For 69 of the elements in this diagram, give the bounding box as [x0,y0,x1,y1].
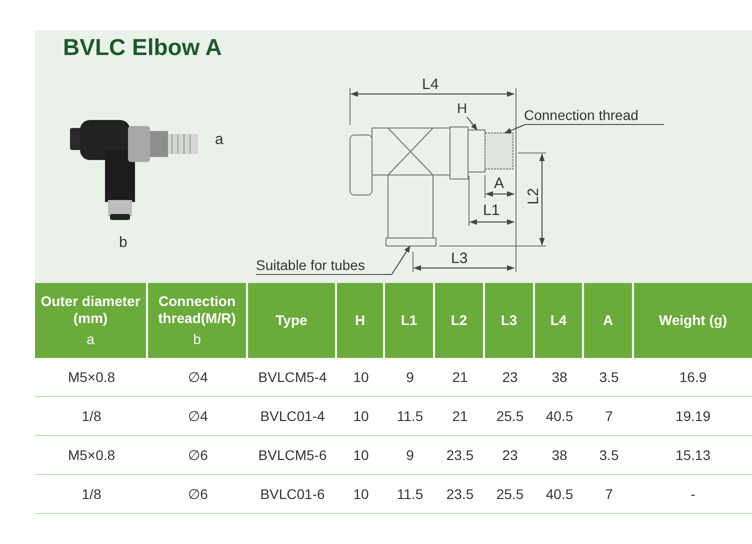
table-cell: 21 [435,358,485,397]
callout-text: Suitable for tubes [256,256,392,275]
table-cell: ∅6 [148,436,248,475]
dimension-label: A [494,176,504,192]
table-cell: 40.5 [535,397,584,436]
dimension-label: L4 [422,77,439,94]
dimension-label: L3 [451,251,468,268]
callout-text: Connection thread [524,106,664,125]
leader-line [504,124,524,134]
table-cell: 21 [435,397,485,436]
table-cell: 23 [485,436,535,475]
table-cell: ∅4 [148,358,248,397]
table-cell: BVLCM5-4 [248,358,337,397]
table-cell: 16.9 [634,358,752,397]
dimension-label: L1 [483,203,500,220]
table-cell: - [634,475,752,514]
column-heading: Type [276,312,308,329]
table-cell: 15.13 [634,436,752,475]
port-label: a [215,132,224,148]
table-cell: 11.5 [385,397,435,436]
table-cell: 3.5 [584,436,634,475]
table-cell: 1/8 [35,475,148,514]
column-heading: H [354,312,366,329]
column-heading: L4 [550,312,567,329]
table-cell: 38 [535,358,584,397]
leader-line [466,116,478,131]
table-cell: 23.5 [435,475,485,514]
table-cell: 7 [584,475,634,514]
column-symbol: a [86,330,94,348]
table-cell: 10 [337,358,385,397]
table-cell: 23 [485,358,535,397]
leader-line [392,245,410,274]
table-cell: ∅4 [148,397,248,436]
table-cell: 23.5 [435,436,485,475]
column-heading: Connection thread(M/R) [157,293,237,327]
table-cell: 10 [337,475,385,514]
table-cell: 10 [337,397,385,436]
table-cell: M5×0.8 [35,436,148,475]
table-cell: 38 [535,436,584,475]
table-cell: 11.5 [385,475,435,514]
table-cell: ∅6 [148,475,248,514]
table-cell: BVLCM5-6 [248,436,337,475]
table-cell: 7 [584,397,634,436]
table-cell: 9 [385,436,435,475]
table-cell: M5×0.8 [35,358,148,397]
column-heading: L3 [500,312,518,329]
tube-port [386,238,436,246]
table-cell: 9 [385,358,435,397]
column-heading: Weight (g) [658,312,728,329]
table-cell: 25.5 [485,397,535,436]
hex-nut [468,130,486,172]
thread [484,132,514,170]
column-heading: A [602,312,614,329]
table-cell: 10 [337,436,385,475]
table-cell: BVLC01-4 [248,397,337,436]
port-label: b [119,235,128,252]
callout-text: H [457,99,473,117]
table-cell: 3.5 [584,358,634,397]
table-cell: 25.5 [485,475,535,514]
title: BVLC Elbow A [63,34,222,61]
table-cell: 19.19 [634,397,752,436]
table-cell: BVLC01-6 [248,475,337,514]
column-heading: L2 [450,312,468,329]
column-heading: L1 [400,312,418,329]
column-heading: Outer diameter (mm) [40,293,142,327]
column-symbol: b [193,330,201,348]
table-cell: 40.5 [535,475,584,514]
dimension-label: L2 [526,188,543,205]
table-cell: 1/8 [35,397,148,436]
